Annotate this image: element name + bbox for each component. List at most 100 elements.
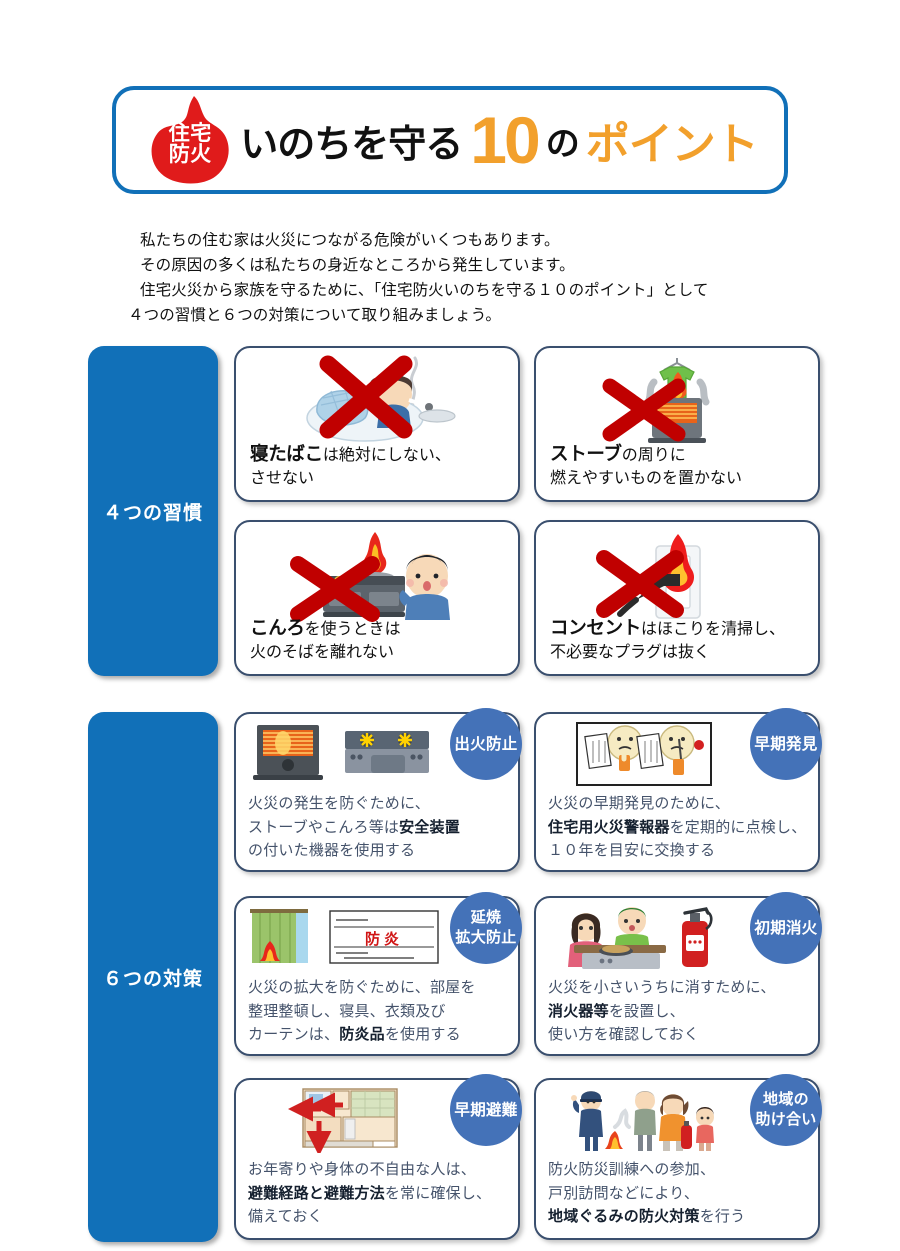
measure-line: 火災を小さいうちに消すために、 [548,976,808,1000]
measure-span: 戸別訪問などにより、 [548,1184,700,1202]
header-title-no: の [545,124,580,163]
badge-line-1: 地域の [763,1091,809,1108]
measure-line: 地域ぐるみの防火対策を行う [548,1205,808,1229]
flame-icon [151,96,229,184]
measure-span: を行う [699,1208,746,1225]
smoke-alarm-check-icon [544,720,744,788]
measure-line: １０年を目安に交換する [548,839,808,863]
poster-header: 住宅 防火 いのちを守る 10 の ポイント [112,86,788,194]
stove-heater-with-laundry-icon [536,354,818,450]
community-fire-drill-icon [544,1086,744,1154]
measure-line: 備えておく [248,1205,508,1229]
gas-cooktop-fire-icon [236,528,518,624]
measure-span: お年寄りや身体の不自由な人は、 [248,1161,477,1178]
measure-span: 火災の発生を防ぐために、 [248,795,430,812]
measure-caption: 防火防災訓練への参加、 戸別訪問などにより、 地域ぐるみの防火対策を行う [548,1158,808,1229]
measure-line: 整理整頓し、寝具、衣類及び [248,1000,508,1024]
measure-span: を定期的に点検し、 [669,818,807,836]
badge-line-1: 出火防止 [454,735,518,753]
measure-span-bold: 避難経路と避難方法 [248,1184,385,1202]
measure-span: ストーブやこんろ等は [248,818,400,836]
measure-caption: 火災の拡大を防ぐために、部屋を 整理整頓し、寝具、衣類及び カーテンは、防炎品を… [248,976,508,1047]
badge-line-1: 早期発見 [754,735,818,753]
intro-line-1: 私たちの住む家は火災につながる危険がいくつもあります。 [140,232,560,249]
habit-rest: の周りに [621,447,686,464]
measure-line: 火災の拡大を防ぐために、部屋を [248,976,508,1000]
badge-line-1: 早期避難 [454,1101,518,1119]
header-title-part1: いのちを守る [240,123,463,166]
measure-card-fire-prevention[interactable]: 出火防止 [234,708,522,872]
intro-line-3: 住宅火災から家族を守るために、「住宅防火いのちを守る１０のポイント」として [140,282,709,299]
measure-caption: 火災の発生を防ぐために、 ストーブやこんろ等は安全装置 の付いた機器を使用する [248,792,508,863]
measure-span: を設置し、 [608,1002,685,1020]
person-smoking-in-bed-icon [236,354,518,450]
measure-span: を常に確保し、 [384,1184,492,1202]
habit-line2: 火のそばを離れない [250,644,395,661]
measure-span: 防火防災訓練への参加、 [548,1161,716,1178]
measure-span: 使い方を確認しておく [548,1026,700,1043]
power-outlet-tracking-fire-icon [536,528,818,624]
measure-badge: 地域の 助け合い [750,1074,822,1146]
measure-card-community-cooperation[interactable]: 地域の 助け合い [534,1074,822,1240]
measure-line: 火災の早期発見のために、 [548,792,808,816]
measure-badge: 早期発見 [750,708,822,780]
measure-card-spread-prevention[interactable]: 延焼 拡大防止 防炎 [234,892,522,1056]
habit-lead: こんろ [250,617,305,638]
habit-card-smoking-in-bed[interactable]: 寝たばこは絶対にしない、 させない [234,346,520,502]
badge-line-2: 助け合い [755,1111,817,1128]
logo-line-1: 住宅 [168,121,212,145]
badge-line-2: 拡大防止 [455,929,517,946]
measure-line: お年寄りや身体の不自由な人は、 [248,1158,508,1182]
measure-span: 火災を小さいうちに消すために、 [548,979,776,996]
measure-line: カーテンは、防炎品を使用する [248,1023,508,1047]
measure-caption: 火災を小さいうちに消すために、 消火器等を設置し、 使い方を確認しておく [548,976,808,1047]
measure-span: 備えておく [248,1208,323,1225]
measure-badge: 延焼 拡大防止 [450,892,522,964]
habit-caption: ストーブの周りに 燃えやすいものを置かない [536,442,818,500]
habit-lead: コンセント [550,617,642,638]
measure-span: の付いた機器を使用する [248,842,416,859]
habit-line2: させない [250,470,315,487]
jutaku-boka-flame-logo: 住宅 防火 [142,94,238,186]
measure-line: 戸別訪問などにより、 [548,1182,808,1206]
habit-rest: を使うときは [304,621,401,638]
intro-line-2: その原因の多くは私たちの身近なところから発生しています。 [140,257,575,274]
habit-caption: 寝たばこは絶対にしない、 させない [236,442,518,500]
svg-text:防炎: 防炎 [365,930,403,948]
floor-plan-escape-route-icon [244,1086,444,1154]
measure-span-bold: 住宅用火災警報器 [548,818,670,836]
measure-badge: 早期避難 [450,1074,522,1146]
habit-card-cooktop-attendance[interactable]: こんろを使うときは 火のそばを離れない [234,520,520,676]
measure-line: 住宅用火災警報器を定期的に点検し、 [548,816,808,840]
measure-caption: お年寄りや身体の不自由な人は、 避難経路と避難方法を常に確保し、 備えておく [248,1158,508,1229]
measure-span: 火災の早期発見のために、 [548,795,730,812]
measure-line: 避難経路と避難方法を常に確保し、 [248,1182,508,1206]
measure-span: 整理整頓し、寝具、衣類及び [248,1002,446,1020]
habit-lead: ストーブ [550,443,622,464]
habit-rest: は絶対にしない、 [322,447,451,464]
section-label-habits: ４つの習慣 [88,346,218,676]
measure-span-bold: 安全装置 [399,818,460,836]
measure-line: 火災の発生を防ぐために、 [248,792,508,816]
habit-line2: 不必要なプラグは抜く [550,644,711,661]
habit-line2: 燃えやすいものを置かない [550,470,743,487]
flame-retardant-curtain-label-icon: 防炎 [244,904,444,972]
section-label-measures: ６つの対策 [88,712,218,1242]
habit-card-stove-clearance[interactable]: ストーブの周りに 燃えやすいものを置かない [534,346,820,502]
measure-card-early-evacuation[interactable]: 早期避難 [234,1074,522,1240]
measure-badge: 出火防止 [450,708,522,780]
measure-card-initial-extinguishing[interactable]: 初期消火 [534,892,822,1056]
measure-line: 使い方を確認しておく [548,1023,808,1047]
measure-line: の付いた機器を使用する [248,839,508,863]
measure-span: 火災の拡大を防ぐために、部屋を [248,979,476,996]
measure-line: ストーブやこんろ等は安全装置 [248,816,508,840]
measure-caption: 火災の早期発見のために、 住宅用火災警報器を定期的に点検し、 １０年を目安に交換… [548,792,808,863]
habit-rest: はほこりを清掃し、 [641,621,786,638]
header-title-number: 10 [470,102,540,177]
measure-span: を使用する [384,1026,461,1043]
measure-span: １０年を目安に交換する [548,842,716,859]
measure-card-early-detection[interactable]: 早期発見 [534,708,822,872]
habit-card-outlet-dust[interactable]: コンセントはほこりを清掃し、 不必要なプラグは抜く [534,520,820,676]
habit-lead: 寝たばこ [250,443,323,464]
